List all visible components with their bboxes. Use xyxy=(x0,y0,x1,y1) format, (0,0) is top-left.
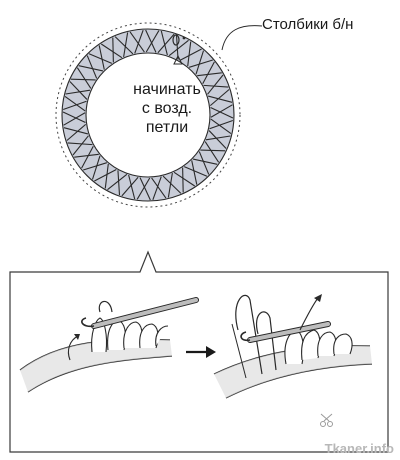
cross-stitch-mark xyxy=(81,145,94,169)
center-instruction-line-1: начинать xyxy=(133,81,201,98)
cross-stitch-mark xyxy=(188,59,213,68)
cross-stitch-mark xyxy=(136,177,151,200)
cross-stitch-mark xyxy=(157,33,175,54)
cross-stitch-mark xyxy=(107,173,128,191)
cross-stitch-mark xyxy=(76,67,92,89)
cross-stitch-mark xyxy=(210,106,234,119)
cross-stitch-mark xyxy=(207,95,233,103)
cross-stitch-mark xyxy=(94,168,117,182)
cross-stitch-mark xyxy=(86,55,98,79)
cross-stitch-mark xyxy=(104,163,109,189)
cross-stitch-mark xyxy=(64,96,86,112)
cross-stitch-mark xyxy=(134,29,144,54)
cross-stitch-mark xyxy=(182,167,184,193)
cross-stitch-mark xyxy=(129,31,145,53)
cross-stitch-mark xyxy=(207,74,224,95)
cross-stitch-mark xyxy=(98,45,105,70)
cross-stitch-mark xyxy=(67,142,93,146)
cross-stitch-mark xyxy=(145,30,160,53)
ring-outer-edge xyxy=(61,28,235,202)
cross-stitch-mark xyxy=(204,141,220,163)
cross-stitch-mark xyxy=(183,166,208,177)
cross-stitch-mark xyxy=(152,176,162,201)
cross-stitch-mark xyxy=(192,158,218,165)
cross-stitch-mark xyxy=(202,61,215,85)
cross-stitch-mark xyxy=(114,36,134,55)
center-instruction: начинать с возд. петли xyxy=(112,80,222,137)
cross-stitch-mark xyxy=(168,39,189,57)
cross-stitch-mark xyxy=(197,72,222,77)
outer-round-outline xyxy=(55,22,241,208)
stitch-type-label: Столбики б/н xyxy=(262,16,354,33)
cross-stitch-mark xyxy=(179,48,202,62)
cross-stitch-mark xyxy=(128,174,136,200)
cross-stitch-mark xyxy=(100,43,123,59)
scissors-icon xyxy=(320,413,333,427)
cross-stitch-mark xyxy=(195,50,205,75)
cross-stitch-mark xyxy=(205,135,231,141)
label-leader-line xyxy=(221,25,263,51)
cross-stitch-mark xyxy=(78,65,104,72)
cross-stitch-mark xyxy=(191,160,198,185)
cross-stitch-mark xyxy=(88,53,113,64)
cross-stitch-mark xyxy=(65,89,91,95)
cross-stitch-mark xyxy=(145,29,157,53)
cross-stitch-mark xyxy=(62,100,87,111)
cross-stitch-mark xyxy=(198,151,210,175)
ring-band xyxy=(62,29,234,201)
cross-stitch-mark xyxy=(72,135,89,156)
cross-stitch-mark xyxy=(160,30,168,56)
cross-stitch-mark xyxy=(203,84,229,88)
cross-stitch-mark xyxy=(66,123,87,141)
cross-stitch-mark xyxy=(187,41,192,67)
ring-inner-edge xyxy=(85,52,211,178)
cross-stitch-mark xyxy=(63,127,89,135)
single-crochet-marks xyxy=(62,29,234,201)
cross-stitch-mark xyxy=(91,155,101,180)
cross-stitch-mark xyxy=(173,171,196,187)
cross-stitch-mark xyxy=(69,81,88,100)
cross-stitch-mark xyxy=(63,112,86,126)
step-one-illustration xyxy=(19,297,199,393)
center-instruction-line-2: с возд. xyxy=(141,100,193,117)
cross-stitch-mark xyxy=(209,89,230,107)
cross-stitch-mark xyxy=(70,78,96,81)
center-instruction-line-3: петли xyxy=(145,119,189,136)
cross-stitch-mark xyxy=(200,149,226,152)
cross-stitch-mark xyxy=(209,119,234,130)
start-chain-marker xyxy=(172,34,186,65)
site-watermark: Tkaner.info xyxy=(324,441,394,456)
cross-stitch-mark xyxy=(167,173,173,198)
cross-stitch-mark xyxy=(208,130,227,149)
cross-stitch-mark xyxy=(83,162,108,171)
cross-stitch-mark xyxy=(210,118,232,134)
cross-stitch-mark xyxy=(62,111,86,124)
cross-stitch-mark xyxy=(121,176,139,197)
cross-stitch-mark xyxy=(117,170,121,196)
step-two-illustration xyxy=(213,294,373,399)
cross-stitch-mark xyxy=(151,177,167,199)
cross-stitch-mark xyxy=(210,104,233,118)
cross-stitch-mark xyxy=(112,37,114,63)
cross-stitch-mark xyxy=(74,153,99,158)
cross-stitch-mark xyxy=(162,175,182,194)
cross-stitch-mark xyxy=(139,177,151,201)
cross-stitch-mark xyxy=(123,32,129,57)
right-arrow-icon xyxy=(186,346,216,358)
